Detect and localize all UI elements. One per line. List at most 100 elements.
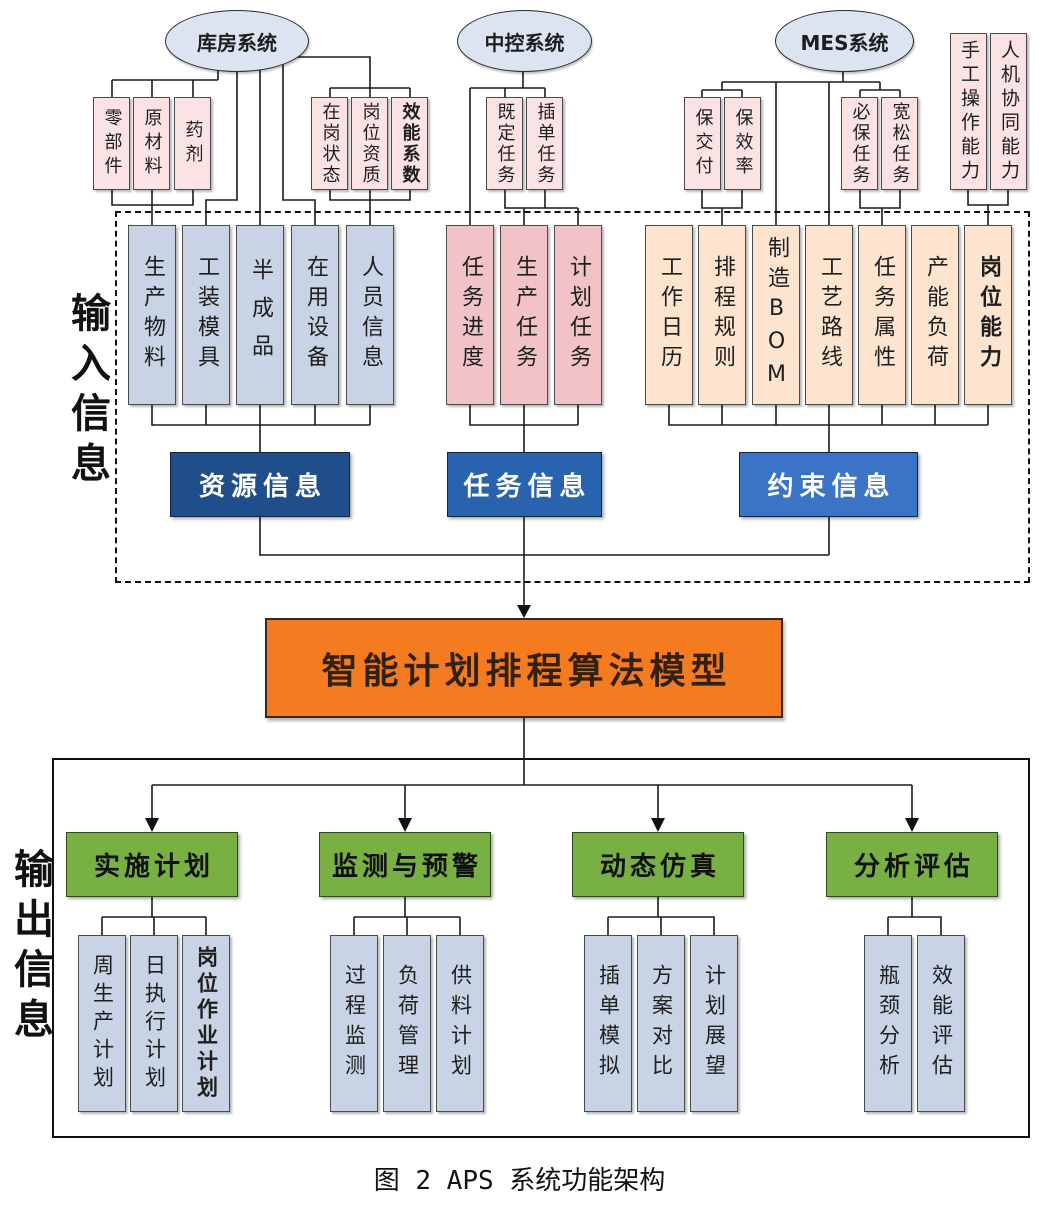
source-human-machine-label: 人机协同能力 xyxy=(998,39,1020,184)
source-delivery-guarantee-box: 保交付 xyxy=(684,97,721,190)
source-post-qualification-box: 岗位资质 xyxy=(351,97,388,190)
source-efficiency-factor-box: 效能系数 xyxy=(391,97,428,190)
output-efficiency-evaluation-label: 效能评估 xyxy=(929,963,954,1084)
output-implementation-plan-box: 实施计划 xyxy=(66,832,238,897)
source-on-duty-status-box: 在岗状态 xyxy=(311,97,348,190)
input-side-label-text: 输入信息 xyxy=(64,292,110,492)
mes-system-label: MES系统 xyxy=(800,30,889,55)
warehouse-system-label: 库房系统 xyxy=(197,30,277,55)
source-raw-materials-box: 原材料 xyxy=(133,97,170,190)
central-control-connectors xyxy=(469,70,579,225)
mes-connectors xyxy=(701,70,901,225)
output-bottleneck-analysis-label: 瓶颈分析 xyxy=(876,963,901,1084)
source-flexible-tasks-box: 宽松任务 xyxy=(881,97,918,190)
source-efficiency-factor-label: 效能系数 xyxy=(399,101,421,186)
output-rush-order-simulation-box: 插单模拟 xyxy=(584,935,632,1112)
manual-connectors xyxy=(967,190,1009,225)
output-analysis-evaluation-box: 分析评估 xyxy=(826,832,998,897)
output-post-job-plan-label: 岗位作业计划 xyxy=(194,945,219,1102)
input-task-progress-box: 任务进度 xyxy=(446,225,494,405)
input-scheduling-rules-box: 排程规则 xyxy=(698,225,746,405)
source-manual-operation-label: 手工操作能力 xyxy=(958,39,980,184)
arrow-to-dynamic-simulation xyxy=(651,818,665,832)
input-post-capability-box: 岗位能力 xyxy=(964,225,1012,405)
output-scheme-comparison-label: 方案对比 xyxy=(649,963,674,1084)
source-parts-box: 零部件 xyxy=(93,97,130,190)
output-plan-outlook-label: 计划展望 xyxy=(702,963,727,1084)
source-flexible-tasks-label: 宽松任务 xyxy=(889,101,911,186)
central-control-system-ellipse: 中控系统 xyxy=(457,10,592,72)
warehouse-connectors xyxy=(111,56,411,225)
source-human-machine-box: 人机协同能力 xyxy=(990,33,1027,190)
mes-system-ellipse: MES系统 xyxy=(775,10,914,72)
input-bom-box: 制造BOM xyxy=(752,225,800,405)
output-dynamic-simulation-box: 动态仿真 xyxy=(572,832,744,897)
arrow-to-implementation-plan xyxy=(145,818,159,832)
source-parts-label: 零部件 xyxy=(101,107,123,180)
constraint-info-label-box: 约束信息 xyxy=(739,452,918,517)
output-rush-order-simulation-label: 插单模拟 xyxy=(596,963,621,1084)
scheduling-model-title: 智能计划排程算法模型 xyxy=(321,651,732,692)
output-process-monitoring-label: 过程监测 xyxy=(342,963,367,1084)
input-personnel-box: 人员信息 xyxy=(346,225,394,405)
output-connectors xyxy=(101,718,942,935)
arrow-to-model xyxy=(517,605,531,618)
output-bottleneck-analysis-box: 瓶颈分析 xyxy=(864,935,912,1112)
resource-info-label: 资源信息 xyxy=(198,472,327,502)
input-equipment-box: 在用设备 xyxy=(291,225,339,405)
input-personnel-label: 人员信息 xyxy=(358,255,383,375)
input-production-materials-label: 生产物料 xyxy=(140,255,165,375)
input-semi-finished-label: 半成品 xyxy=(248,258,273,372)
source-rush-orders-box: 插单任务 xyxy=(526,97,563,190)
task-info-label: 任务信息 xyxy=(463,472,592,502)
input-task-attributes-label: 任务属性 xyxy=(870,255,895,375)
figure-caption: 图 2 APS 系统功能架构 xyxy=(373,1166,666,1196)
input-process-route-label: 工艺路线 xyxy=(817,255,842,375)
input-capacity-load-label: 产能负荷 xyxy=(923,255,948,375)
output-side-label: 输出信息 xyxy=(5,848,55,1058)
task-info-label-box: 任务信息 xyxy=(447,452,602,517)
output-analysis-evaluation-label: 分析评估 xyxy=(853,852,974,882)
input-work-calendar-label: 工作日历 xyxy=(657,255,682,375)
arrow-to-analysis-evaluation xyxy=(905,818,919,832)
source-delivery-guarantee-label: 保交付 xyxy=(692,107,714,180)
output-weekly-plan-label: 周生产计划 xyxy=(90,953,115,1094)
source-must-keep-tasks-label: 必保任务 xyxy=(849,101,871,186)
input-work-calendar-box: 工作日历 xyxy=(645,225,693,405)
source-rush-orders-label: 插单任务 xyxy=(534,101,556,186)
output-weekly-plan-box: 周生产计划 xyxy=(78,935,126,1112)
constraint-info-label: 约束信息 xyxy=(767,472,896,502)
input-scheduling-rules-label: 排程规则 xyxy=(710,255,735,375)
source-chemicals-box: 药剂 xyxy=(174,97,211,190)
arrow-to-monitoring-warning xyxy=(398,818,412,832)
input-process-route-box: 工艺路线 xyxy=(805,225,853,405)
source-post-qualification-label: 岗位资质 xyxy=(359,101,381,186)
input-production-materials-box: 生产物料 xyxy=(128,225,176,405)
input-capacity-load-box: 产能负荷 xyxy=(911,225,959,405)
output-implementation-plan-label: 实施计划 xyxy=(93,852,214,882)
input-post-capability-label: 岗位能力 xyxy=(976,255,1001,375)
source-chemicals-label: 药剂 xyxy=(182,119,204,168)
input-equipment-label: 在用设备 xyxy=(303,255,328,375)
input-group-connectors xyxy=(151,405,989,606)
output-efficiency-evaluation-box: 效能评估 xyxy=(917,935,965,1112)
output-post-job-plan-box: 岗位作业计划 xyxy=(182,935,230,1112)
output-material-supply-label: 供料计划 xyxy=(448,963,473,1084)
input-tooling-box: 工装模具 xyxy=(182,225,230,405)
output-dynamic-simulation-label: 动态仿真 xyxy=(599,852,720,882)
output-daily-plan-box: 日执行计划 xyxy=(130,935,178,1112)
input-task-progress-label: 任务进度 xyxy=(458,255,483,375)
source-manual-operation-box: 手工操作能力 xyxy=(950,33,987,190)
input-bom-label: 制造BOM xyxy=(764,235,789,395)
source-on-duty-status-label: 在岗状态 xyxy=(319,101,341,186)
scheduling-model-box: 智能计划排程算法模型 xyxy=(265,618,783,718)
source-must-keep-tasks-box: 必保任务 xyxy=(841,97,878,190)
input-side-label: 输入信息 xyxy=(62,292,112,512)
source-raw-materials-label: 原材料 xyxy=(141,107,163,180)
central-control-system-label: 中控系统 xyxy=(484,30,565,55)
output-monitoring-warning-box: 监测与预警 xyxy=(319,832,491,897)
input-planned-tasks-label: 计划任务 xyxy=(566,255,591,375)
source-scheduled-tasks-label: 既定任务 xyxy=(494,101,516,186)
output-process-monitoring-box: 过程监测 xyxy=(330,935,378,1112)
